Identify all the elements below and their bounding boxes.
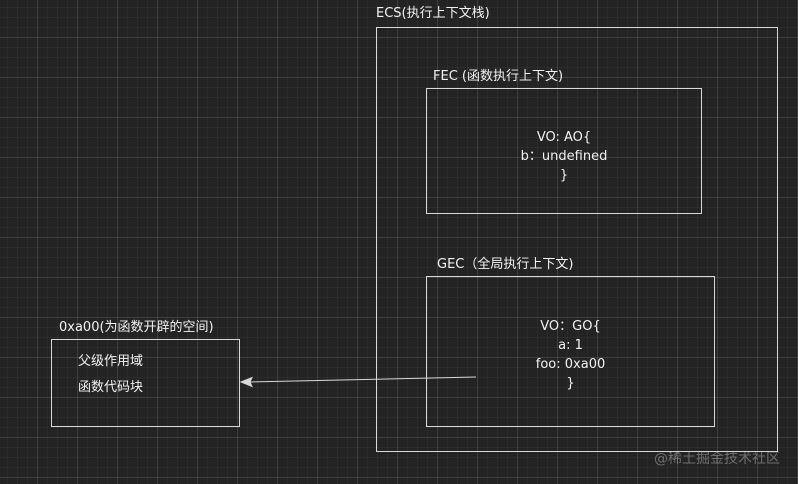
fec-box[interactable]: VO: AO{ b：undefined } bbox=[426, 88, 702, 214]
fec-line: VO: AO{ bbox=[536, 130, 592, 145]
func-space-line: 函数代码块 bbox=[78, 380, 144, 395]
arrow-head-icon bbox=[239, 376, 253, 388]
fec-title: FEC (函数执行上下文) bbox=[433, 69, 564, 84]
gec-content: VO：GO{ a: 1 foo: 0xa00 } bbox=[427, 317, 714, 393]
gec-line: foo: 0xa00 bbox=[535, 357, 606, 372]
ecs-container[interactable] bbox=[376, 27, 778, 452]
gec-line: } bbox=[566, 376, 575, 391]
gec-line: VO：GO{ bbox=[540, 319, 601, 334]
fec-line: } bbox=[559, 168, 569, 183]
ecs-title: ECS(执行上下文栈) bbox=[376, 6, 490, 21]
func-space-box[interactable]: 父级作用域 函数代码块 bbox=[51, 339, 240, 427]
func-space-line: 父级作用域 bbox=[78, 354, 144, 369]
gec-line: a: 1 bbox=[558, 338, 583, 353]
func-space-title: 0xa00(为函数开辟的空间) bbox=[59, 320, 214, 335]
gec-title: GEC（全局执行上下文) bbox=[437, 257, 574, 272]
fec-line: b：undefined bbox=[520, 149, 608, 164]
fec-content: VO: AO{ b：undefined } bbox=[427, 128, 701, 185]
func-space-content: 父级作用域 函数代码块 bbox=[78, 349, 143, 401]
watermark: @稀土掘金技术社区 bbox=[654, 451, 780, 467]
gec-box[interactable]: VO：GO{ a: 1 foo: 0xa00 } bbox=[426, 276, 715, 427]
